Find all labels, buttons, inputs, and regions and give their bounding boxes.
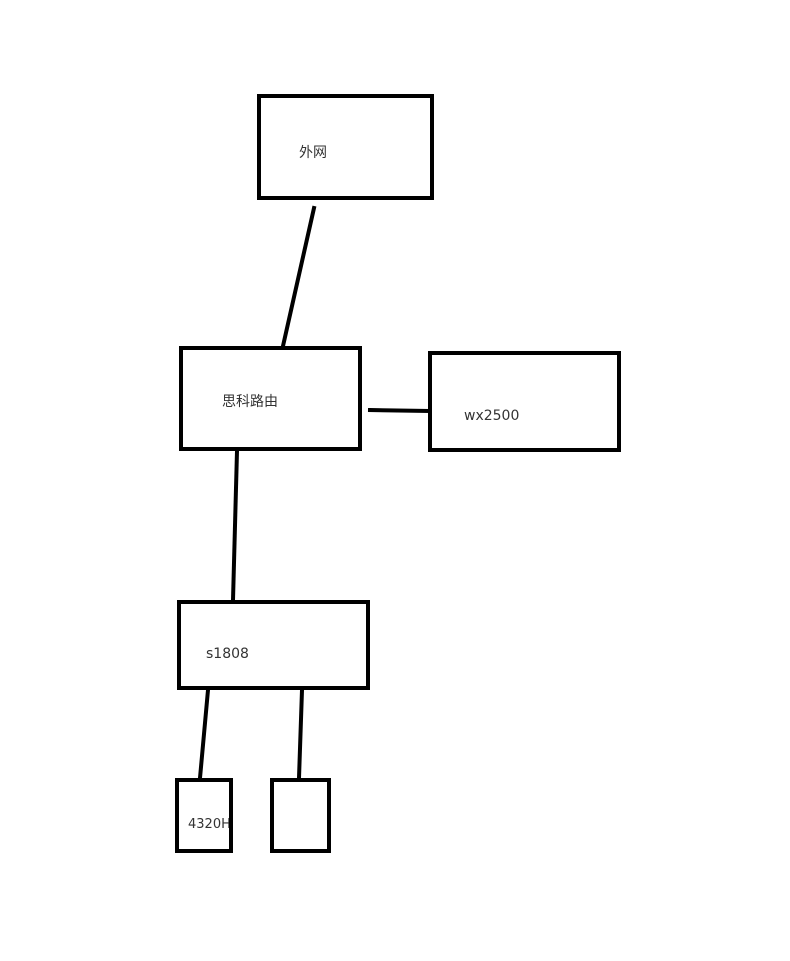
link-internet-cisco (280, 205, 317, 349)
node-s1808-label: s1808 (206, 646, 249, 662)
link-cisco-s1808 (230, 448, 240, 603)
node-wx2500-label: wx2500 (464, 408, 520, 424)
node-unlabeled (270, 778, 331, 853)
node-wx2500: wx2500 (428, 351, 621, 452)
node-cisco-router: 思科路由 (179, 346, 362, 451)
node-internet: 外网 (257, 94, 434, 200)
link-cisco-wx (367, 407, 431, 414)
node-4320h: 4320H (175, 778, 233, 853)
link-s1808-blank (296, 687, 305, 781)
link-s1808-4320h (197, 687, 211, 781)
node-s1808: s1808 (177, 600, 370, 690)
node-4320h-label: 4320H (188, 817, 231, 832)
node-internet-label: 外网 (299, 145, 327, 161)
node-cisco-router-label: 思科路由 (222, 394, 278, 410)
